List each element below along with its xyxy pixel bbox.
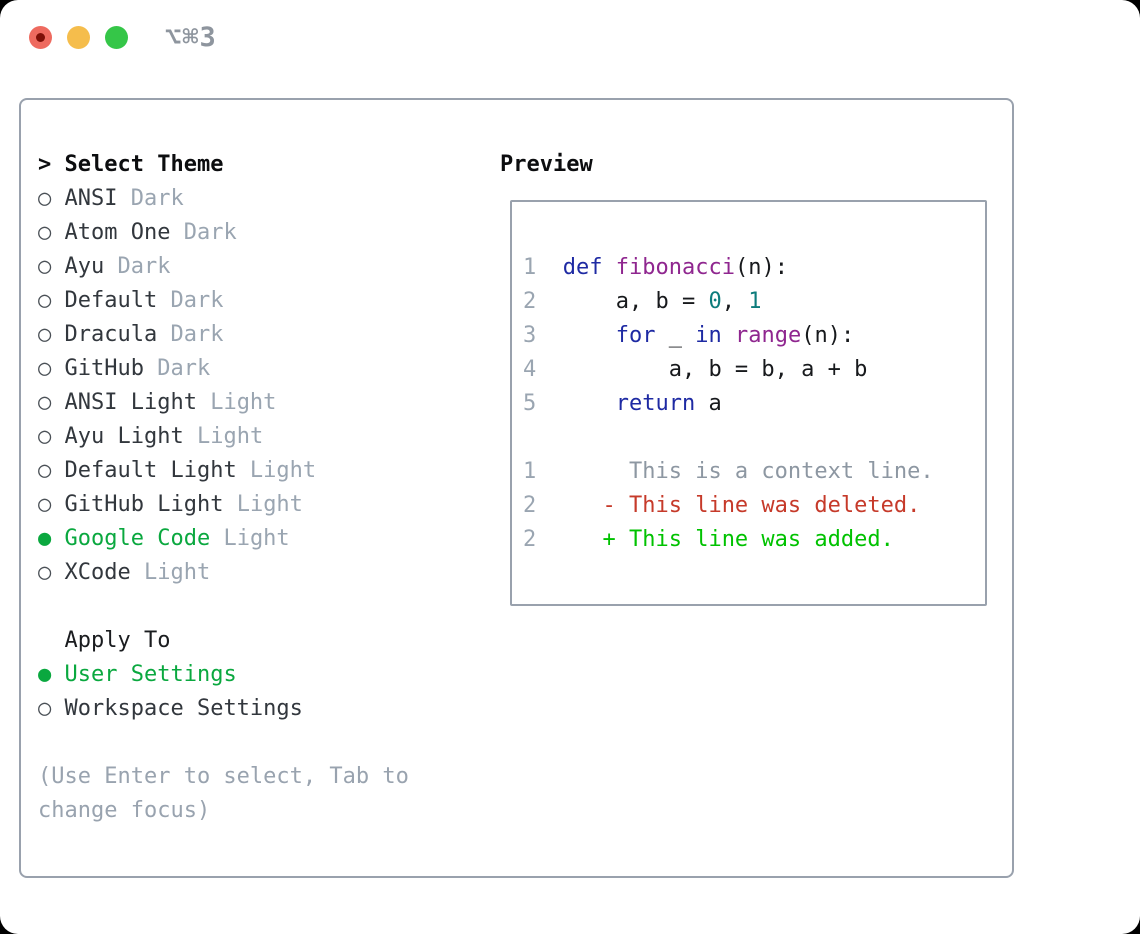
theme-option-ansi-light[interactable]: ○ ANSI Light Light	[38, 386, 458, 420]
radio-icon: ○	[38, 560, 65, 585]
theme-name: ANSI Light	[64, 390, 197, 415]
diff-line-deleted: 2 - This line was deleted.	[523, 489, 985, 523]
diff-text: - This line was deleted.	[602, 493, 921, 518]
line-number: 5	[523, 391, 563, 416]
code-line: 1 def fibonacci(n):	[523, 255, 788, 280]
theme-variant: Dark	[143, 356, 211, 381]
radio-icon: ○	[38, 356, 65, 381]
spacer	[38, 590, 458, 624]
diff-line-added: 2 + This line was added.	[523, 523, 985, 557]
apply-option-workspace-settings[interactable]: ○ Workspace Settings	[38, 692, 458, 726]
focus-caret-icon: >	[38, 152, 52, 177]
minimize-button[interactable]	[67, 26, 90, 49]
theme-variant: Light	[183, 424, 264, 449]
theme-list: ○ ANSI Dark○ Atom One Dark○ Ayu Dark○ De…	[38, 182, 458, 590]
line-number: 2	[523, 527, 603, 552]
code-line: 3 for _ in range(n):	[523, 323, 855, 348]
apply-to-list: ● User Settings○ Workspace Settings	[38, 658, 458, 726]
theme-name: Ayu	[64, 254, 105, 279]
theme-picker-dialog: > Select Theme ○ ANSI Dark○ Atom One Dar…	[19, 98, 1014, 878]
theme-option-default[interactable]: ○ Default Dark	[38, 284, 458, 318]
theme-name: Default	[64, 288, 158, 313]
theme-variant: Dark	[104, 254, 171, 279]
radio-icon: ○	[38, 390, 65, 415]
radio-selected-icon: ●	[38, 662, 65, 687]
diff-text: This is a context line.	[602, 459, 934, 484]
radio-icon: ○	[38, 186, 65, 211]
theme-option-github-light[interactable]: ○ GitHub Light Light	[38, 488, 458, 522]
close-button[interactable]	[29, 26, 52, 49]
line-number: 1	[523, 459, 603, 484]
line-number: 2	[523, 493, 603, 518]
radio-selected-icon: ●	[38, 526, 65, 551]
preview-box: 1 def fibonacci(n): 2 a, b = 0, 1 3 for _ …	[510, 200, 987, 606]
select-theme-header: > Select Theme	[38, 148, 458, 182]
theme-variant: Dark	[117, 186, 184, 211]
radio-icon: ○	[38, 424, 65, 449]
theme-name: Atom One	[64, 220, 171, 245]
diff-text: + This line was added.	[602, 527, 894, 552]
preview-header: Preview	[500, 152, 593, 177]
theme-name: Ayu Light	[64, 424, 184, 449]
theme-name: GitHub Light	[64, 492, 224, 517]
apply-option-label: Workspace Settings	[64, 696, 303, 721]
apply-to-header: Apply To	[38, 624, 458, 658]
hint-text: (Use Enter to select, Tab to change focu…	[38, 764, 409, 823]
radio-icon: ○	[38, 220, 65, 245]
theme-option-github[interactable]: ○ GitHub Dark	[38, 352, 458, 386]
line-number: 2	[523, 289, 563, 314]
code-line: 5 return a	[523, 391, 722, 416]
select-theme-label: Select Theme	[64, 152, 224, 177]
theme-option-default-light[interactable]: ○ Default Light Light	[38, 454, 458, 488]
apply-to-label: Apply To	[64, 628, 171, 653]
theme-variant: Light	[196, 390, 277, 415]
theme-variant: Light	[223, 492, 303, 517]
theme-option-dracula[interactable]: ○ Dracula Dark	[38, 318, 458, 352]
theme-name: Default Light	[64, 458, 237, 483]
apply-option-user-settings[interactable]: ● User Settings	[38, 658, 458, 692]
theme-option-atom-one[interactable]: ○ Atom One Dark	[38, 216, 458, 250]
theme-name: ANSI	[64, 186, 118, 211]
theme-option-xcode[interactable]: ○ XCode Light	[38, 556, 458, 590]
theme-option-google-code[interactable]: ● Google Code Light	[38, 522, 458, 556]
theme-variant: Dark	[157, 322, 224, 347]
radio-icon: ○	[38, 696, 65, 721]
apply-option-label: User Settings	[64, 662, 237, 687]
theme-name: Dracula	[64, 322, 158, 347]
radio-icon: ○	[38, 322, 65, 347]
theme-variant: Dark	[170, 220, 237, 245]
code-block: 1 def fibonacci(n): 2 a, b = 0, 1 3 for _ …	[523, 251, 985, 421]
radio-icon: ○	[38, 288, 65, 313]
theme-option-ayu-light[interactable]: ○ Ayu Light Light	[38, 420, 458, 454]
code-line: 4 a, b = b, a + b	[523, 357, 868, 382]
theme-option-ayu[interactable]: ○ Ayu Dark	[38, 250, 458, 284]
diff-line-context: 1 This is a context line.	[523, 455, 985, 489]
theme-name: XCode	[64, 560, 131, 585]
theme-variant: Dark	[157, 288, 224, 313]
line-number: 1	[523, 255, 563, 280]
zoom-button[interactable]	[105, 26, 128, 49]
theme-name: Google Code	[64, 526, 211, 551]
spacer	[523, 421, 985, 455]
code-line: 2 a, b = 0, 1	[523, 289, 762, 314]
line-number: 4	[523, 357, 563, 382]
theme-name: GitHub	[64, 356, 144, 381]
radio-icon: ○	[38, 254, 65, 279]
close-dot-icon	[36, 33, 45, 42]
theme-variant: Light	[210, 526, 290, 551]
theme-list-pane: > Select Theme ○ ANSI Dark○ Atom One Dar…	[38, 148, 458, 828]
window-title: ⌥⌘3	[165, 22, 217, 53]
theme-variant: Light	[236, 458, 317, 483]
theme-option-ansi[interactable]: ○ ANSI Dark	[38, 182, 458, 216]
line-number: 3	[523, 323, 563, 348]
radio-icon: ○	[38, 492, 65, 517]
diff-block: 1 This is a context line.2 - This line w…	[523, 455, 985, 557]
theme-variant: Light	[130, 560, 211, 585]
radio-icon: ○	[38, 458, 65, 483]
